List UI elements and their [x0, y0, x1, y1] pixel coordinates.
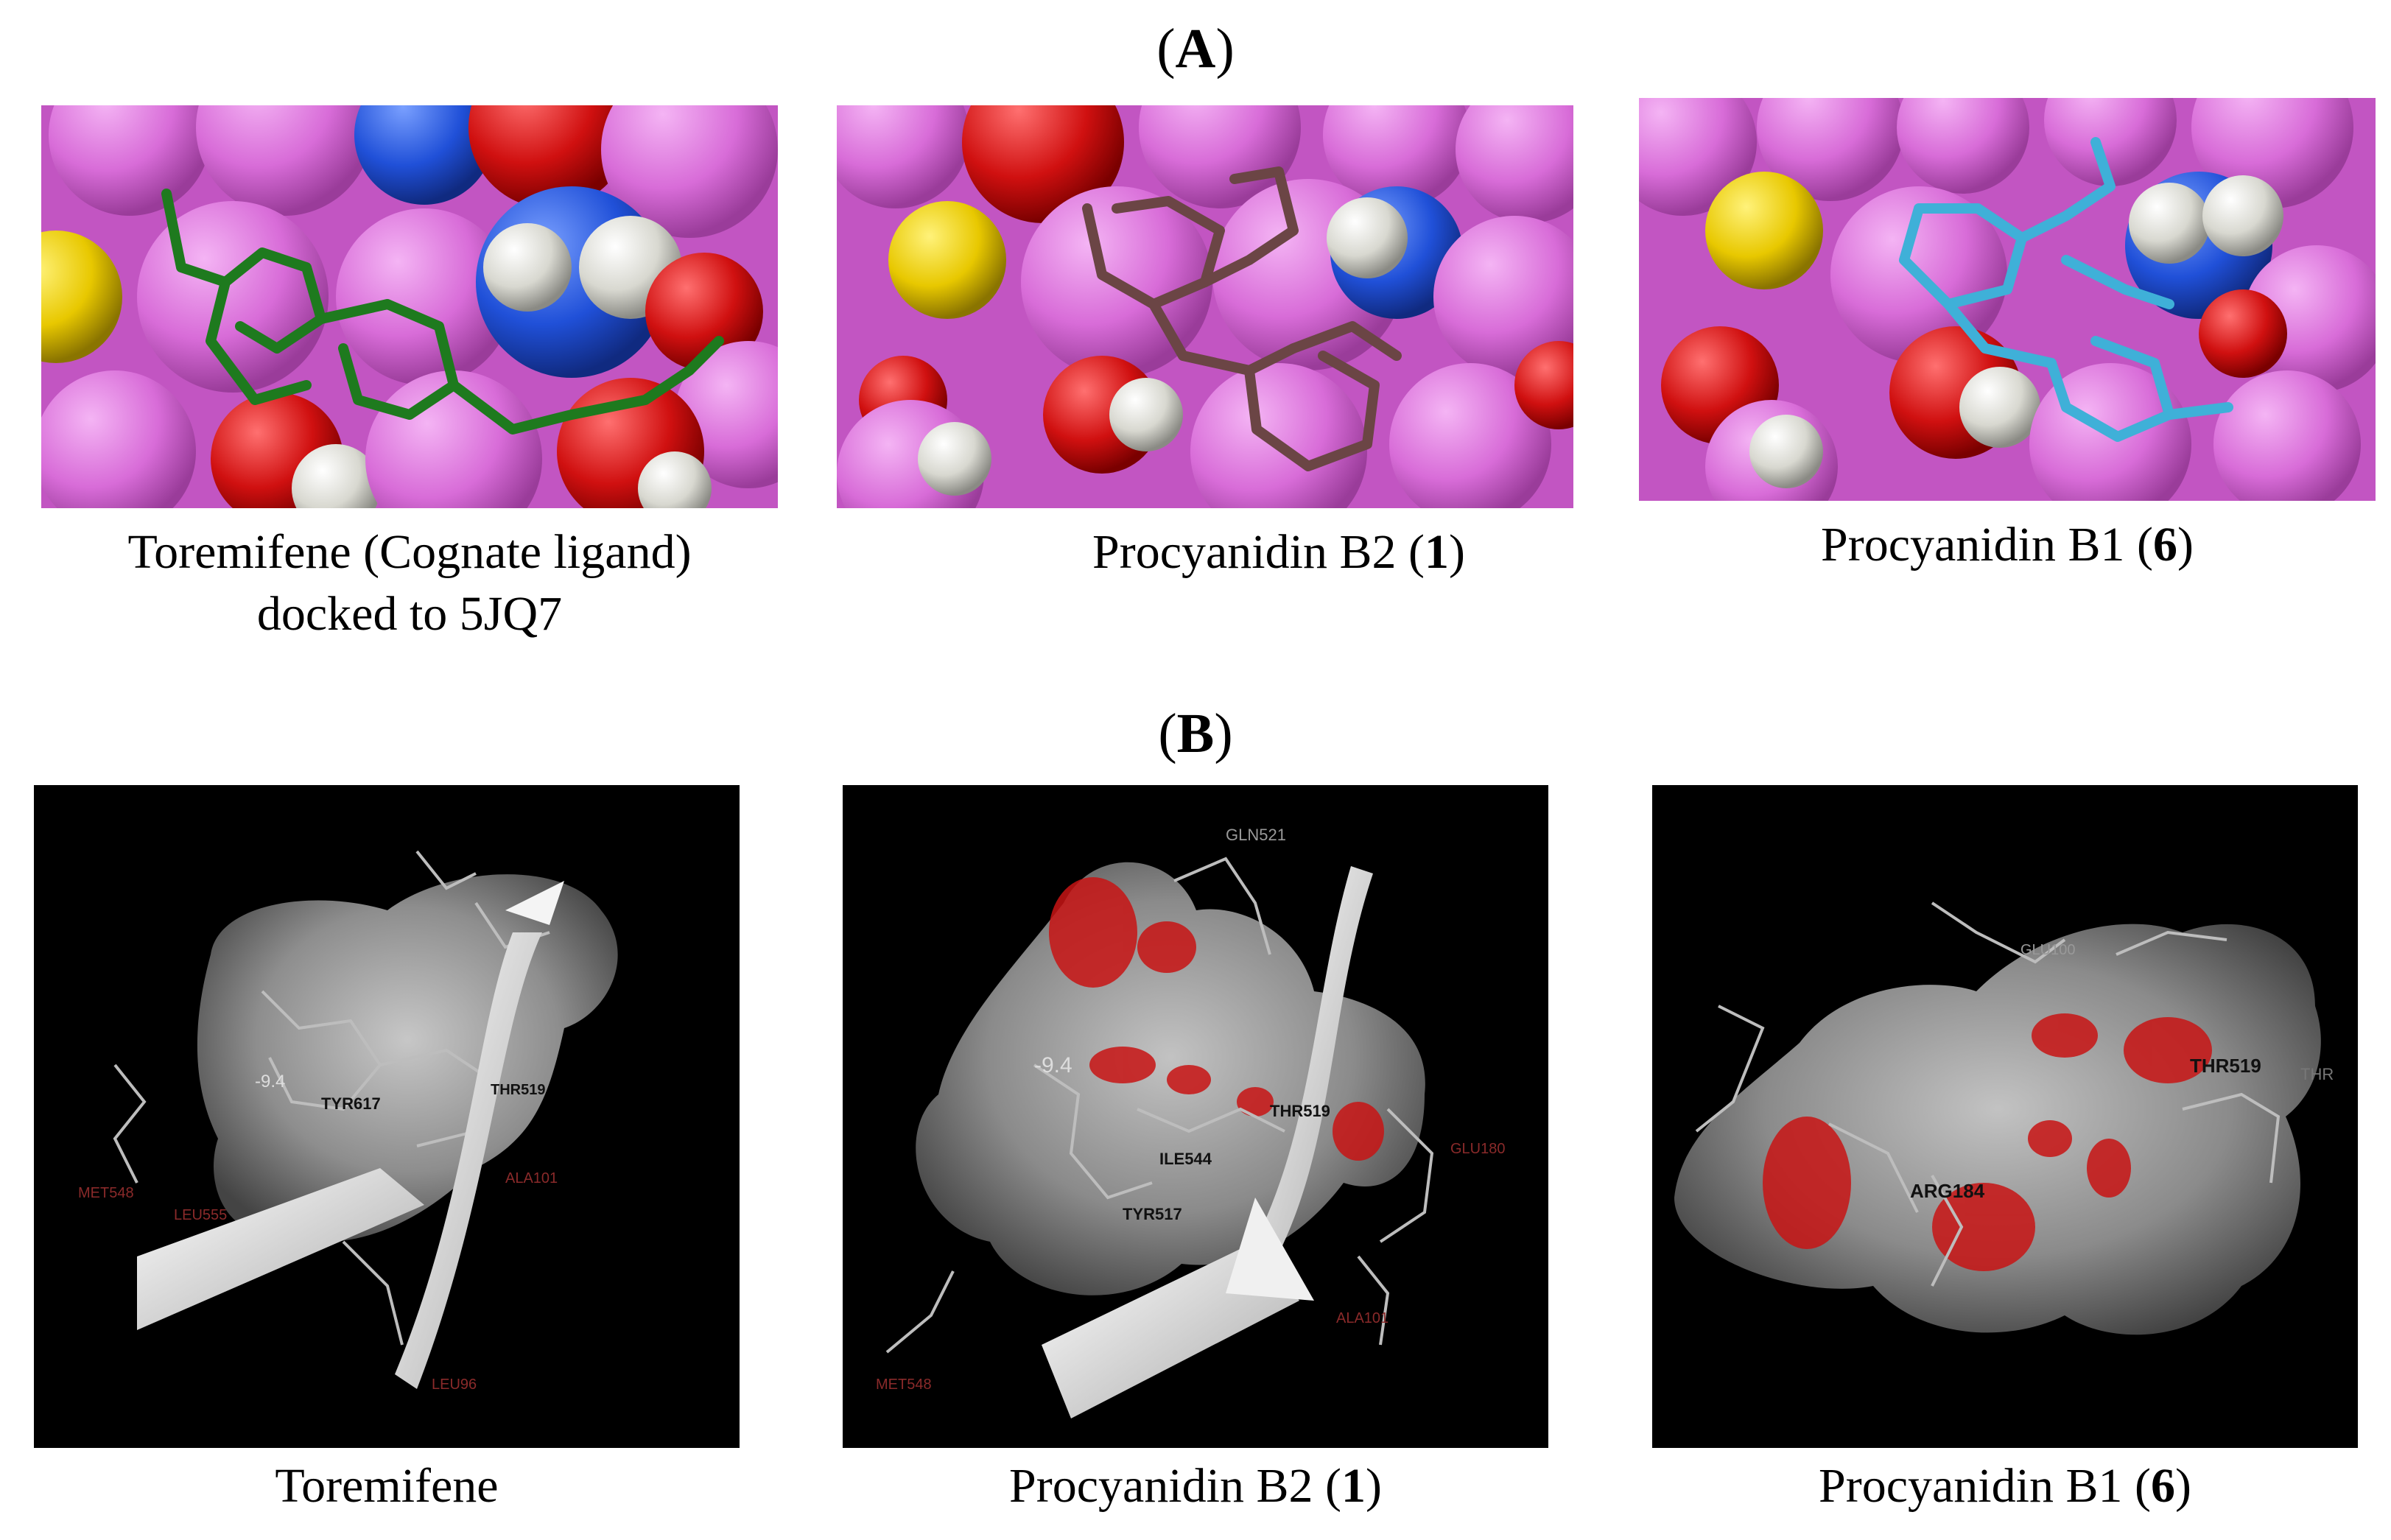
caption-toremifene-b: Toremifene: [275, 1459, 499, 1513]
residue-label: TYR517: [1123, 1205, 1182, 1223]
caption-line-2: docked to 5JQ7: [256, 587, 563, 641]
panel-a-label: (A): [1156, 18, 1235, 80]
caption-procyanidin-b1-a: Procyanidin B1 (6): [1821, 518, 2194, 572]
caption-line-1: Toremifene (Cognate ligand): [127, 525, 692, 579]
toremifene-binding-surface-image: TYR617 -9.4 THR519 MET548 LEU555 ALA101 …: [34, 785, 740, 1448]
procyanidin-b2-spacefill-image: [837, 105, 1573, 508]
toremifene-spacefill-image: [41, 105, 778, 508]
residue-label: GLN521: [1226, 826, 1286, 844]
procyanidin-b1-binding-surface-image: GLU100 THR519 THR ARG184: [1652, 785, 2358, 1448]
residue-label: LEU96: [432, 1376, 477, 1393]
residue-label: ARG184: [1910, 1180, 1985, 1202]
procyanidin-b2-binding-surface-image: GLN521 -9.4 THR519 ILE544 TYR517 GLU180 …: [843, 785, 1548, 1448]
panel-b-label: (B): [1158, 703, 1233, 764]
residue-label: THR519: [1270, 1102, 1330, 1120]
caption-procyanidin-b2-a: Procyanidin B2 (1): [1092, 525, 1465, 579]
residue-label: ALA101: [505, 1170, 558, 1186]
score-label: -9.4: [1034, 1053, 1072, 1077]
residue-label: THR519: [491, 1082, 545, 1098]
procyanidin-b1-spacefill-image: [1639, 98, 2376, 501]
residue-label: ALA101: [1336, 1310, 1388, 1326]
residue-label: GLU180: [1450, 1141, 1506, 1157]
residue-label: MET548: [78, 1185, 134, 1201]
caption-toremifene-cognate: Toremifene (Cognate ligand) docked to 5J…: [41, 521, 778, 645]
residue-label: ILE544: [1159, 1150, 1212, 1168]
caption-procyanidin-b1-b: Procyanidin B1 (6): [1819, 1459, 2191, 1513]
residue-label: THR519: [2190, 1055, 2261, 1077]
residue-label: GLU100: [2020, 942, 2076, 958]
score-label: -9.4: [255, 1072, 285, 1091]
residue-label: TYR617: [321, 1094, 381, 1113]
residue-label: THR: [2300, 1065, 2334, 1083]
residue-label: MET548: [876, 1376, 932, 1393]
caption-procyanidin-b2-b: Procyanidin B2 (1): [1009, 1459, 1382, 1513]
residue-label: LEU555: [174, 1207, 227, 1223]
